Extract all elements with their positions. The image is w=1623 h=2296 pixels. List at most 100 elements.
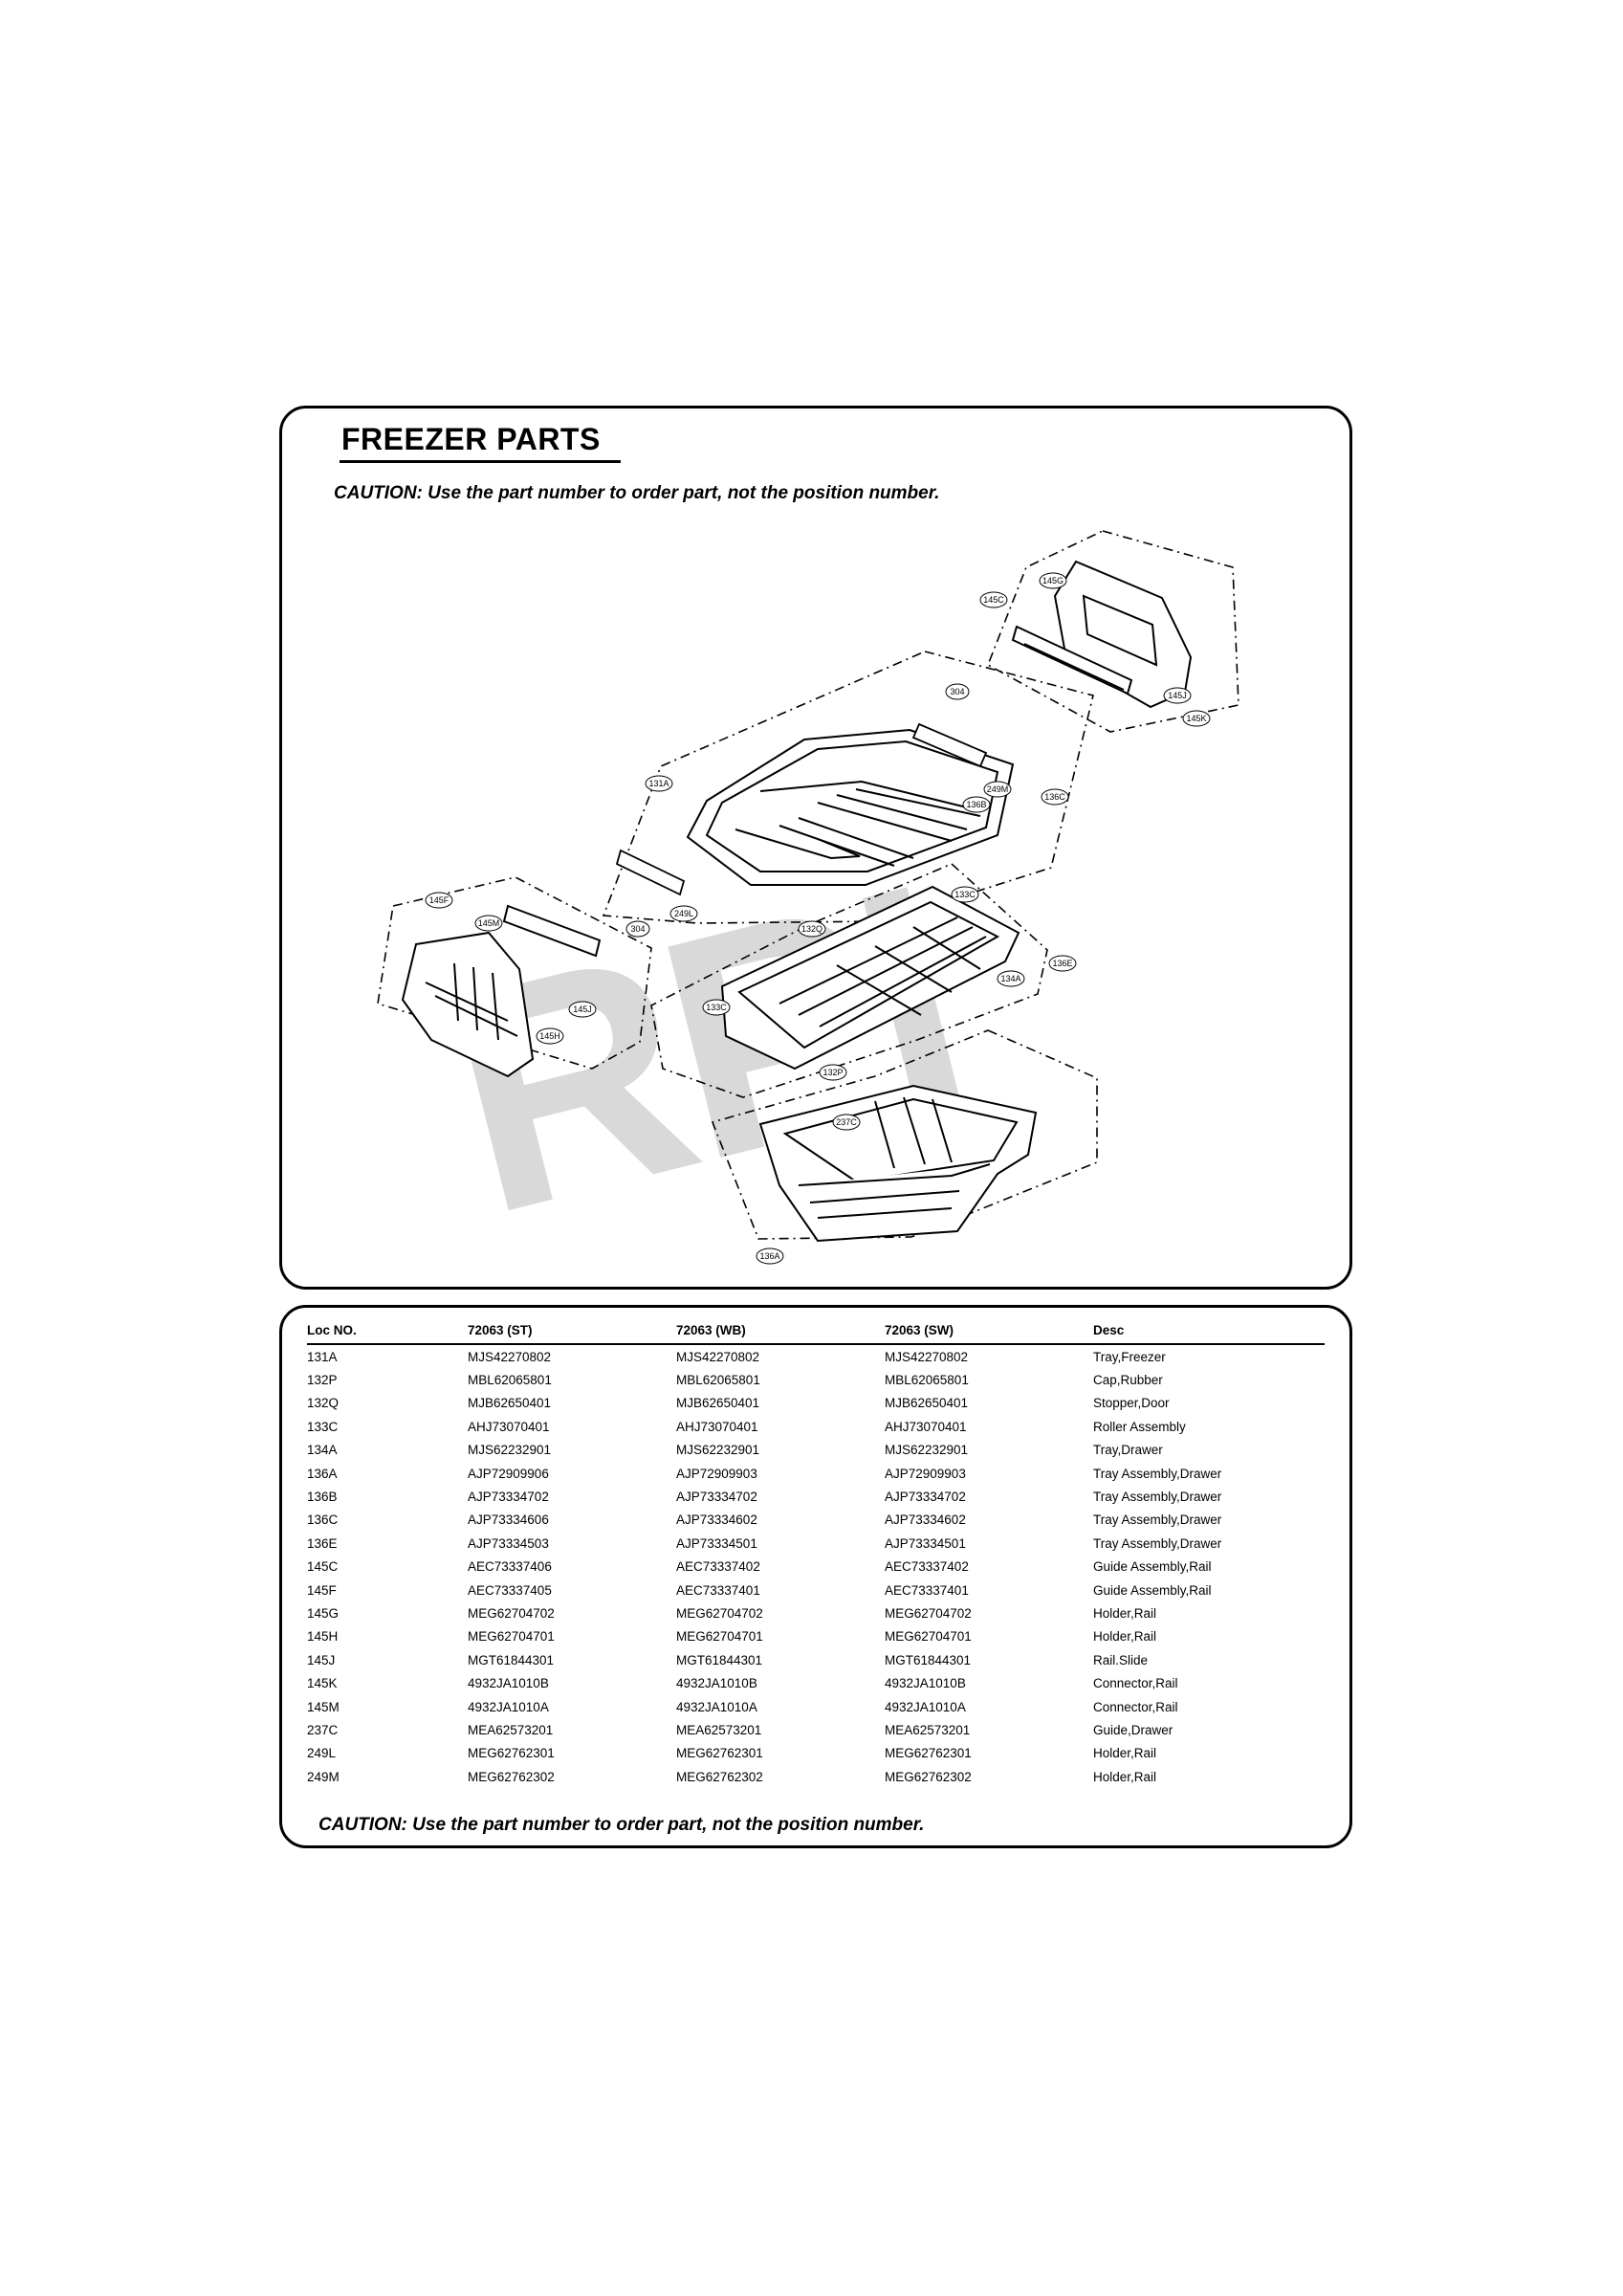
- svg-text:145C: 145C: [983, 595, 1004, 605]
- cell-part-sw: AJP73334501: [885, 1535, 966, 1551]
- drawer-bottom: [758, 1084, 1038, 1243]
- cell-loc: 145H: [307, 1629, 339, 1645]
- svg-text:145F: 145F: [429, 895, 450, 905]
- drawer-tray-middle: [720, 885, 1020, 1071]
- cell-part-wb: AJP72909903: [676, 1466, 757, 1481]
- cell-part-wb: MEG62762301: [676, 1746, 763, 1761]
- cell-part-wb: MEG62704701: [676, 1629, 763, 1645]
- cell-loc: 237C: [307, 1722, 339, 1737]
- cell-part-wb: MJS42270802: [676, 1349, 760, 1364]
- callout-136b: 136B: [962, 796, 991, 813]
- cell-part-sw: MJS62232901: [885, 1443, 969, 1458]
- col-header-loc: Loc NO.: [307, 1317, 468, 1345]
- parts-table-panel: Loc NO. 72063 (ST) 72063 (WB) 72063 (SW)…: [279, 1305, 1352, 1848]
- cell-loc: 136C: [307, 1512, 339, 1528]
- svg-text:145G: 145G: [1042, 576, 1064, 585]
- cell-part-sw: AHJ73070401: [885, 1419, 967, 1434]
- cell-part-st: MJB62650401: [468, 1396, 552, 1411]
- cell-part-st: MEA62573201: [468, 1722, 554, 1737]
- callout-237c: 237C: [832, 1114, 861, 1131]
- cell-desc: Holder,Rail: [1093, 1769, 1157, 1784]
- parts-table: Loc NO. 72063 (ST) 72063 (WB) 72063 (SW)…: [307, 1317, 1325, 1788]
- cell-part-wb: MBL62065801: [676, 1373, 760, 1388]
- svg-text:237C: 237C: [836, 1117, 857, 1127]
- cell-part-wb: AJP73334702: [676, 1490, 757, 1505]
- cell-desc: Connector,Rail: [1093, 1676, 1178, 1691]
- cell-part-wb: AHJ73070401: [676, 1419, 758, 1434]
- cell-part-wb: 4932JA1010B: [676, 1676, 757, 1691]
- callout-145j-bottom: 145J: [568, 1001, 597, 1018]
- svg-text:136A: 136A: [759, 1251, 779, 1261]
- cell-loc: 249L: [307, 1746, 337, 1761]
- callout-304-bottom: 304: [625, 920, 650, 938]
- svg-text:133C: 133C: [954, 890, 976, 899]
- cell-part-sw: MEG62704701: [885, 1629, 972, 1645]
- callout-132p: 132P: [819, 1064, 847, 1081]
- cell-part-st: MEG62704701: [468, 1629, 555, 1645]
- cell-desc: Tray Assembly,Drawer: [1093, 1490, 1222, 1505]
- cell-desc: Tray Assembly,Drawer: [1093, 1512, 1222, 1528]
- cell-part-sw: AEC73337402: [885, 1559, 969, 1575]
- caution-note-bottom: CAUTION: Use the part number to order pa…: [318, 1815, 925, 1835]
- cell-part-st: MJS42270802: [468, 1349, 552, 1364]
- group-outline-136a: [711, 1029, 1098, 1240]
- cell-part-st: 4932JA1010A: [468, 1699, 549, 1714]
- cell-part-sw: MGT61844301: [885, 1652, 972, 1667]
- callout-145g: 145G: [1039, 572, 1067, 589]
- svg-text:134A: 134A: [1000, 974, 1020, 983]
- cell-loc: 132Q: [307, 1396, 340, 1411]
- cell-part-sw: MJB62650401: [885, 1396, 969, 1411]
- callout-249l: 249L: [669, 905, 698, 922]
- svg-text:136E: 136E: [1052, 959, 1072, 968]
- svg-text:304: 304: [950, 687, 964, 696]
- callout-134a: 134A: [997, 970, 1025, 987]
- svg-text:249L: 249L: [674, 909, 693, 918]
- cell-desc: Stopper,Door: [1093, 1396, 1170, 1411]
- cell-desc: Guide Assembly,Rail: [1093, 1559, 1212, 1575]
- group-outline-145c: [986, 530, 1239, 733]
- cell-desc: Cap,Rubber: [1093, 1373, 1163, 1388]
- cell-part-st: AJP73334702: [468, 1490, 549, 1505]
- rail-guide-right: [1011, 560, 1193, 709]
- diagram-panel: FREEZER PARTS CAUTION: Use the part numb…: [279, 406, 1352, 1290]
- cell-desc: Connector,Rail: [1093, 1699, 1178, 1714]
- callout-145m: 145M: [474, 915, 503, 932]
- callout-136c: 136C: [1041, 788, 1069, 806]
- table-header-row: Loc NO. 72063 (ST) 72063 (WB) 72063 (SW)…: [307, 1317, 1325, 1345]
- cell-part-st: MBL62065801: [468, 1373, 552, 1388]
- svg-text:136C: 136C: [1044, 792, 1065, 802]
- cell-part-wb: AJP73334501: [676, 1535, 757, 1551]
- svg-text:133C: 133C: [706, 1003, 727, 1012]
- svg-text:145K: 145K: [1186, 714, 1206, 723]
- cell-desc: Tray Assembly,Drawer: [1093, 1466, 1222, 1481]
- callout-133c-bottom: 133C: [702, 999, 731, 1016]
- svg-text:145H: 145H: [539, 1031, 560, 1041]
- callout-136a: 136A: [756, 1247, 784, 1265]
- cell-part-st: MGT61844301: [468, 1652, 555, 1667]
- cell-part-sw: AJP72909903: [885, 1466, 966, 1481]
- exploded-parts-diagram: 145C 145G 145J 145K 304 131A 249M 136B 1…: [377, 530, 1239, 1265]
- callout-145j-top: 145J: [1163, 687, 1192, 704]
- svg-text:132P: 132P: [822, 1068, 843, 1077]
- cell-part-st: AHJ73070401: [468, 1419, 550, 1434]
- cell-part-sw: AJP73334702: [885, 1490, 966, 1505]
- callout-145h: 145H: [536, 1027, 564, 1045]
- cell-desc: Holder,Rail: [1093, 1605, 1157, 1621]
- callout-145f: 145F: [425, 892, 453, 909]
- cell-part-st: AJP73334503: [468, 1535, 549, 1551]
- cell-part-st: MJS62232901: [468, 1443, 552, 1458]
- cell-part-sw: MBL62065801: [885, 1373, 969, 1388]
- cell-loc: 145K: [307, 1676, 338, 1691]
- cell-part-st: AEC73337405: [468, 1582, 552, 1598]
- svg-text:145J: 145J: [573, 1004, 592, 1014]
